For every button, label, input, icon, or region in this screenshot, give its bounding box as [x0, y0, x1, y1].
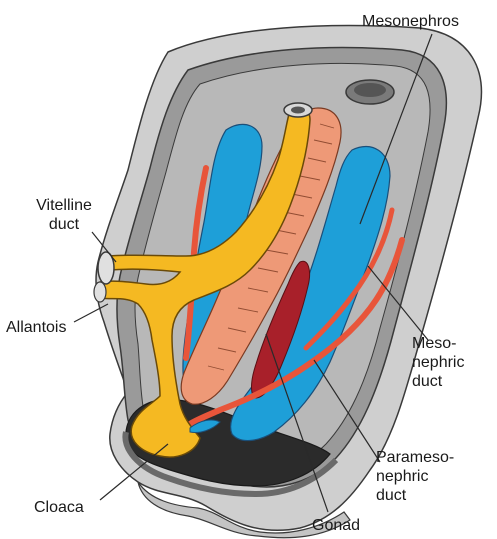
label-mesonephros: Mesonephros — [362, 12, 459, 31]
label-paramesonephric-duct: Parameso- nephric duct — [376, 448, 454, 505]
label-gonad: Gonad — [312, 516, 360, 535]
label-mesonephric-duct-line3: duct — [412, 372, 464, 391]
label-mesonephric-duct: Meso- nephric duct — [412, 334, 464, 391]
label-cloaca: Cloaca — [34, 498, 84, 517]
label-vitelline-duct-line1: Vitelline — [22, 196, 106, 215]
allantois-opening — [94, 282, 106, 302]
label-paramesonephric-duct-line1: Parameso- — [376, 448, 454, 467]
label-paramesonephric-duct-line2: nephric — [376, 467, 454, 486]
label-mesonephric-duct-line1: Meso- — [412, 334, 464, 353]
label-vitelline-duct: Vitelline duct — [22, 196, 106, 234]
dorsal-aorta-lumen — [354, 83, 386, 97]
label-allantois: Allantois — [6, 318, 66, 337]
gut-tube-top-lumen — [291, 107, 305, 114]
label-mesonephric-duct-line2: nephric — [412, 353, 464, 372]
label-paramesonephric-duct-line3: duct — [376, 486, 454, 505]
label-vitelline-duct-line2: duct — [22, 215, 106, 234]
